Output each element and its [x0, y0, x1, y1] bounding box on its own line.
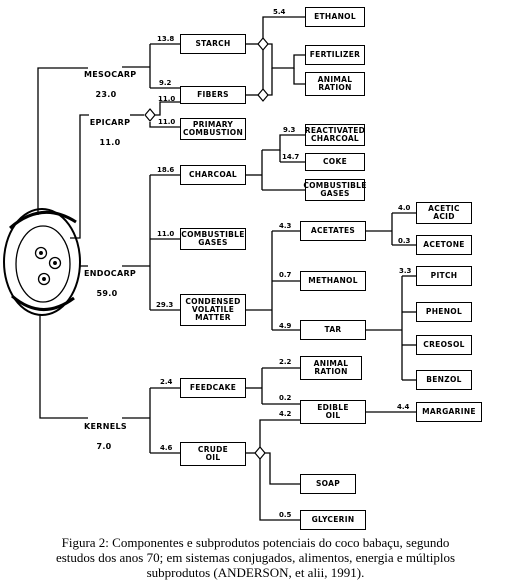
junction-diamond-epicarp — [144, 108, 156, 122]
flow-fibers: 9.2 — [159, 79, 172, 87]
box-crude-oil: CRUDE OIL — [180, 442, 246, 466]
flow-edible-oil-a: 0.2 — [279, 394, 292, 402]
seed-3 — [37, 272, 51, 286]
figure-caption: Figura 2: Componentes e subprodutos pote… — [0, 535, 511, 580]
box-starch: STARCH — [180, 34, 246, 54]
box-fertilizer: FERTILIZER — [305, 45, 365, 65]
box-creosol: CREOSOL — [416, 335, 472, 355]
source-endocarp-name: ENDOCARP — [84, 269, 137, 278]
flow-fibers-in: 11.0 — [158, 95, 176, 103]
flow-primary-combustion: 11.0 — [158, 118, 176, 126]
flow-condensed-volatile-matter: 29.3 — [156, 301, 174, 309]
flow-tar: 4.9 — [279, 322, 292, 330]
box-combustible-gases-1: COMBUSTIBLE GASES — [303, 179, 366, 201]
box-glycerin: GLYCERIN — [300, 510, 366, 530]
flow-glycerin: 0.5 — [279, 511, 292, 519]
flow-acetone: 0.3 — [398, 237, 411, 245]
flow-feedcake: 2.4 — [160, 378, 173, 386]
source-mesocarp-name: MESOCARP — [84, 70, 137, 79]
box-coke: COKE — [305, 153, 365, 171]
source-endocarp-value: 59.0 — [96, 289, 118, 298]
source-epicarp-name: EPICARP — [89, 118, 131, 127]
box-tar: TAR — [300, 320, 366, 340]
flow-coke: 14.7 — [282, 153, 300, 161]
caption-line-1: Figura 2: Componentes e subprodutos pote… — [61, 535, 450, 550]
source-kernels: KERNELS 7.0 — [84, 412, 127, 462]
junction-diamond-crude-oil — [254, 446, 266, 460]
box-animal-ration-1: ANIMAL RATION — [305, 72, 365, 96]
fruit-epicarp-bottom — [11, 294, 75, 311]
box-fibers: FIBERS — [180, 86, 246, 104]
source-kernels-name: KERNELS — [84, 422, 127, 431]
box-primary-combustion: PRIMARY COMBUSTION — [180, 118, 246, 140]
box-condensed-volatile-matter: CONDENSED VOLATILE MATTER — [180, 294, 246, 326]
box-margarine: MARGARINE — [416, 402, 482, 422]
flow-reactivated-charcoal: 9.3 — [283, 126, 296, 134]
box-acetone: ACETONE — [416, 235, 472, 255]
flow-pitch: 3.3 — [399, 267, 412, 275]
flow-animal-ration: 2.2 — [279, 358, 292, 366]
source-mesocarp-value: 23.0 — [95, 90, 117, 99]
flow-acetates: 4.3 — [279, 222, 292, 230]
source-mesocarp: MESOCARP 23.0 — [84, 60, 137, 110]
flow-methanol: 0.7 — [279, 271, 292, 279]
junction-diamond-starch — [257, 37, 269, 51]
source-epicarp-value: 11.0 — [99, 138, 121, 147]
box-phenol: PHENOL — [416, 302, 472, 322]
box-charcoal: CHARCOAL — [180, 165, 246, 185]
box-ethanol: ETHANOL — [305, 7, 365, 27]
junction-diamond-fibers — [257, 88, 269, 102]
source-endocarp: ENDOCARP 59.0 — [84, 259, 137, 309]
box-soap: SOAP — [300, 474, 356, 494]
box-combustible-gases-2: COMBUSTIBLE GASES — [180, 228, 246, 250]
box-acetic-acid: ACETIC ACID — [416, 202, 472, 224]
box-methanol: METHANOL — [300, 271, 366, 291]
source-kernels-value: 7.0 — [96, 442, 112, 451]
flow-edible-oil-b: 4.2 — [279, 410, 292, 418]
flow-margarine: 4.4 — [397, 403, 410, 411]
box-acetates: ACETATES — [300, 221, 366, 241]
flow-combustible-gases: 11.0 — [157, 230, 175, 238]
fruit-outer — [3, 208, 81, 316]
box-feedcake: FEEDCAKE — [180, 378, 246, 398]
seed-2 — [48, 256, 62, 270]
box-pitch: PITCH — [416, 266, 472, 286]
box-benzol: BENZOL — [416, 370, 472, 390]
caption-line-3: subprodutos (ANDERSON, et alii, 1991). — [146, 565, 365, 580]
caption-line-2: estudos dos anos 70; em sistemas conjuga… — [55, 550, 456, 565]
source-epicarp: EPICARP 11.0 — [88, 108, 132, 158]
flow-ethanol: 5.4 — [273, 8, 286, 16]
flow-acetic-acid: 4.0 — [398, 204, 411, 212]
fruit-epicarp-top — [9, 210, 77, 230]
seed-1 — [34, 246, 48, 260]
box-edible-oil: EDIBLE OIL — [300, 400, 366, 424]
box-animal-ration-2: ANIMAL RATION — [300, 356, 362, 380]
flow-crude-oil: 4.6 — [160, 444, 173, 452]
fruit-endocarp — [15, 225, 71, 303]
flow-charcoal: 18.6 — [157, 166, 175, 174]
box-reactivated-charcoal: REACTIVATED CHARCOAL — [305, 124, 365, 146]
flow-starch: 13.8 — [157, 35, 175, 43]
